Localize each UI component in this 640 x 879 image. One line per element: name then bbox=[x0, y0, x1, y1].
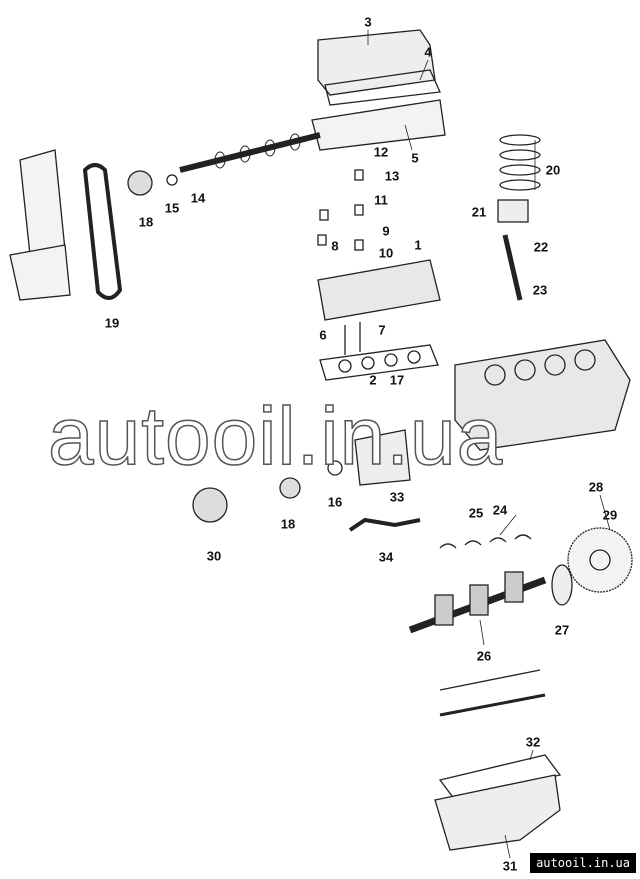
callout-number: 28 bbox=[588, 479, 604, 495]
callout-number: 30 bbox=[206, 548, 222, 564]
callout-number: 18 bbox=[280, 516, 296, 532]
crank-seal bbox=[327, 460, 343, 476]
gasket-bores bbox=[338, 350, 421, 373]
callout-number: 1 bbox=[414, 237, 422, 253]
callout-number: 16 bbox=[327, 494, 343, 510]
callout-number: 31 bbox=[502, 858, 518, 874]
callout-number: 29 bbox=[602, 507, 618, 523]
cylinder-head bbox=[317, 259, 441, 321]
timing-belt bbox=[82, 163, 123, 300]
flywheel bbox=[567, 527, 633, 593]
callout-number: 15 bbox=[164, 200, 180, 216]
callout-number: 9 bbox=[382, 223, 390, 239]
callout-number: 32 bbox=[525, 734, 541, 750]
callout-number: 8 bbox=[331, 238, 339, 254]
crank-sprocket bbox=[279, 477, 301, 499]
crank-throws bbox=[434, 571, 524, 626]
callout-number: 26 bbox=[476, 648, 492, 664]
valve-train-parts bbox=[317, 169, 364, 251]
callout-number: 2 bbox=[369, 372, 377, 388]
callout-number: 18 bbox=[138, 214, 154, 230]
callout-number: 20 bbox=[545, 162, 561, 178]
bearing-shells bbox=[439, 534, 532, 549]
cam-sprocket bbox=[127, 170, 153, 196]
head-gasket bbox=[319, 344, 439, 381]
rear-seal bbox=[551, 564, 573, 606]
site-tag: autooil.in.ua bbox=[530, 853, 636, 873]
callout-number: 14 bbox=[190, 190, 206, 206]
crank-pulley bbox=[192, 487, 228, 523]
callout-number: 17 bbox=[389, 372, 405, 388]
callout-number: 34 bbox=[378, 549, 394, 565]
callout-number: 7 bbox=[378, 322, 386, 338]
callout-number: 10 bbox=[378, 245, 394, 261]
callout-number: 19 bbox=[104, 315, 120, 331]
callout-number: 33 bbox=[389, 489, 405, 505]
oil-pan bbox=[434, 774, 561, 851]
callout-number: 11 bbox=[374, 192, 388, 208]
piston bbox=[497, 199, 529, 223]
callout-number: 13 bbox=[384, 168, 400, 184]
callout-number: 21 bbox=[471, 204, 487, 220]
callout-number: 22 bbox=[533, 239, 549, 255]
leader-lines bbox=[367, 30, 611, 859]
callout-number: 6 bbox=[319, 327, 327, 343]
callout-number: 24 bbox=[492, 502, 508, 518]
timing-cover-lower bbox=[9, 244, 71, 301]
callout-number: 5 bbox=[411, 150, 419, 166]
callout-number: 12 bbox=[373, 144, 389, 160]
valve-cover bbox=[317, 29, 436, 96]
connecting-rod bbox=[502, 234, 523, 301]
valve-cover-gasket bbox=[324, 69, 441, 106]
camshaft-lobes bbox=[214, 133, 301, 169]
callout-number: 3 bbox=[364, 14, 372, 30]
piston-rings bbox=[499, 134, 541, 191]
watermark: autooil.in.ua bbox=[47, 391, 504, 482]
callout-number: 25 bbox=[468, 505, 484, 521]
oil-pan-gasket bbox=[438, 754, 562, 801]
callout-number: 4 bbox=[424, 44, 432, 60]
oil-pickup bbox=[348, 517, 421, 532]
cam-seal bbox=[166, 174, 178, 186]
camshaft-housing bbox=[311, 99, 446, 151]
timing-cover bbox=[19, 149, 66, 256]
callout-number: 27 bbox=[554, 622, 570, 638]
main-bearing-caps bbox=[439, 669, 546, 717]
callout-number: 23 bbox=[532, 282, 548, 298]
engine-block bbox=[454, 339, 631, 451]
oil-pump bbox=[354, 429, 411, 486]
